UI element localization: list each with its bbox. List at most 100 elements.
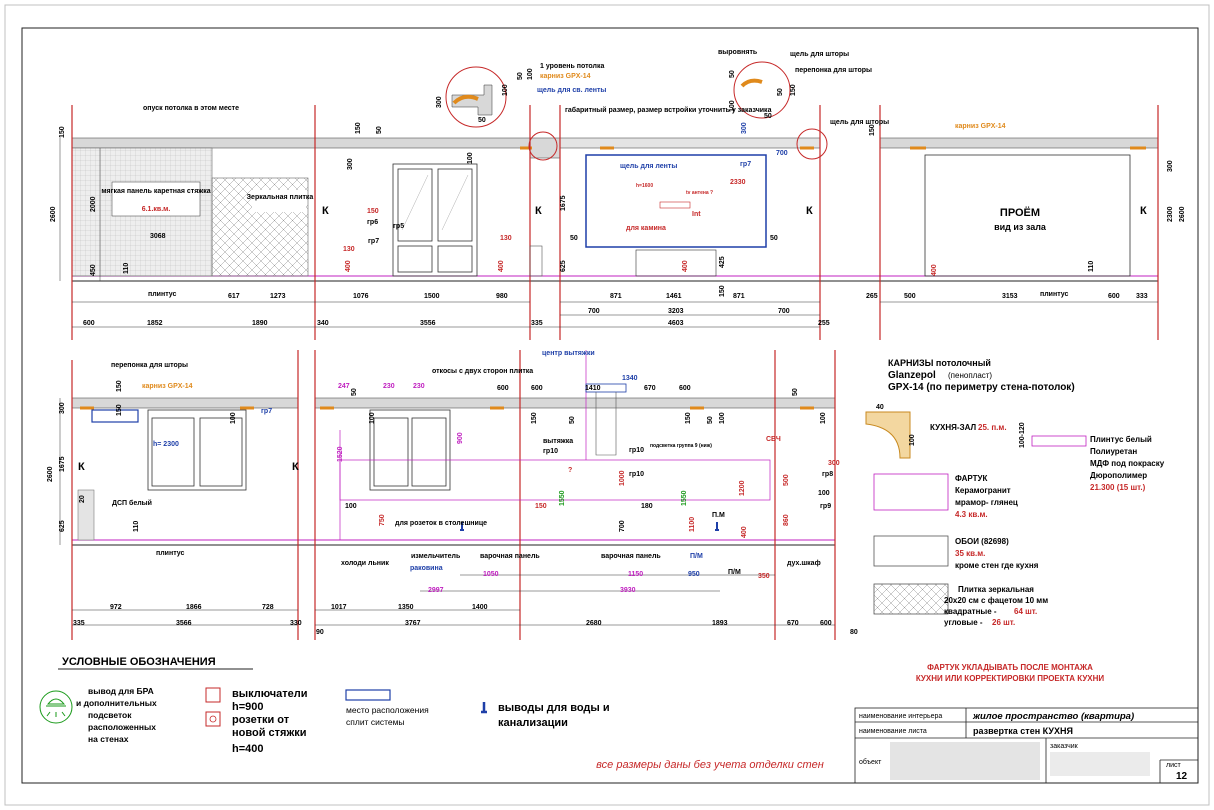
dim-b2680: 2680 xyxy=(586,620,602,627)
v-100b: 100 xyxy=(719,412,726,424)
interior-label: наименование интерьера xyxy=(859,713,942,720)
dim-b3556: 3556 xyxy=(420,320,436,327)
v-50d: 50 xyxy=(792,388,799,396)
dim-728: 728 xyxy=(262,604,274,611)
legend-split-1: место расположения xyxy=(346,705,429,715)
dim-110-2: 110 xyxy=(133,521,140,532)
dim-600b: 600 xyxy=(531,385,543,392)
fridge-label: холоди льник xyxy=(341,560,389,567)
legend-switch-2: h=900 xyxy=(232,701,264,713)
dim-1520: 1520 xyxy=(337,446,344,462)
dim-1550a: 1550 xyxy=(559,490,566,506)
int-label: Int xyxy=(692,211,701,218)
dim-20: 20 xyxy=(79,495,86,503)
plinth-mdf: МДФ под покраску xyxy=(1090,459,1165,468)
note-curtain-gap: щель для шторы xyxy=(790,51,849,58)
dim-b4603: 4603 xyxy=(668,320,684,327)
note-ceiling-level: 1 уровень потолка xyxy=(540,63,604,70)
pm-label-3: П/М xyxy=(728,569,741,576)
note-gpx-2: карниз GPX-14 xyxy=(955,123,1006,130)
dim-110b: 110 xyxy=(1088,261,1095,272)
detail-dim-100c: 100 xyxy=(729,100,736,112)
v-50b: 50 xyxy=(569,416,576,424)
dim-b1893: 1893 xyxy=(712,620,728,627)
corner-k-3: К xyxy=(806,205,813,217)
list-label: лист xyxy=(1166,762,1181,769)
dim-2600-2: 2600 xyxy=(47,466,54,482)
note-red-1: ФАРТУК УКЛАДЫВАТЬ ПОСЛЕ МОНТАЖА xyxy=(927,663,1093,672)
dim-1100: 1100 xyxy=(689,517,696,532)
mw-label: СВЧ xyxy=(766,436,781,443)
apron-swatch xyxy=(873,473,949,511)
opening-frame xyxy=(924,154,1131,277)
cornice-title-3: GPX-14 (по периметру стена-потолок) xyxy=(888,382,1075,393)
dim-425: 425 xyxy=(719,256,726,268)
soft-panel-label-box xyxy=(111,181,201,217)
oven-label: дух.шкаф xyxy=(787,560,821,567)
profile-width: 40 xyxy=(876,404,884,411)
mirror-sq: квадратные - xyxy=(944,607,997,616)
wallpaper-title: ОБОИ (82698) xyxy=(955,537,1009,546)
dim-1273: 1273 xyxy=(270,293,286,300)
question-label: ? xyxy=(568,467,572,474)
all-dims-note: все размеры даны без учета отделки стен xyxy=(596,759,824,771)
dim-2000: 2000 xyxy=(90,196,97,212)
dim-980: 980 xyxy=(496,293,508,300)
wallpaper-note: кроме стен где кухня xyxy=(955,561,1039,570)
dim-700a: 700 xyxy=(776,150,788,157)
window-2 xyxy=(369,409,451,491)
plinth-qty: 21.300 (15 шт.) xyxy=(1090,483,1146,492)
kitchen-hall-len: 25. п.м. xyxy=(978,423,1007,432)
legend-switch-1: выключатели xyxy=(232,688,308,700)
cook-panel-label-1: варочная панель xyxy=(480,553,540,560)
inner-frame xyxy=(21,27,1199,784)
dim-3203: 3203 xyxy=(668,308,684,315)
gr10-label-c: гр10 xyxy=(629,471,644,478)
mirror-corner: угловые - xyxy=(944,618,983,627)
dim-b600-2: 600 xyxy=(820,620,832,627)
detail-dim-50c: 50 xyxy=(729,70,736,78)
socket-icon-inner xyxy=(209,715,217,723)
socket-block xyxy=(659,201,691,209)
dim-b600: 600 xyxy=(83,320,95,327)
pm-label-1: П.М xyxy=(712,512,725,519)
dim-1050: 1050 xyxy=(483,571,499,578)
v-50c: 50 xyxy=(707,416,714,424)
v-150b: 150 xyxy=(531,412,538,424)
dim-1017: 1017 xyxy=(331,604,347,611)
dim-450: 450 xyxy=(90,264,97,276)
dim-1675: 1675 xyxy=(560,195,567,211)
dim-180: 180 xyxy=(641,503,653,510)
plinth-duro: Дюрополимер xyxy=(1090,471,1147,480)
plinth-white: Плинтус белый xyxy=(1090,435,1152,444)
detail-dim-300: 300 xyxy=(436,96,443,108)
legend-bra-1: вывод для БРА xyxy=(88,686,154,696)
soft-panel-label: мягкая панель каретная стяжка xyxy=(101,188,210,195)
fireplace-label: для камина xyxy=(626,225,666,232)
dim-150b: 150 xyxy=(535,503,547,510)
dim-1550b: 1550 xyxy=(681,490,688,506)
water-outlet-2 xyxy=(715,522,719,531)
dim-1675-2: 1675 xyxy=(59,456,66,472)
dim-265: 265 xyxy=(866,293,878,300)
detail-dim-50d: 50 xyxy=(764,113,772,120)
dim-50b: 50 xyxy=(570,235,578,242)
materials-panel: КАРНИЗЫ потолочный Glanzepol (пенопласт)… xyxy=(865,358,1165,627)
dim-400d: 400 xyxy=(931,264,938,276)
mirror-title: Плитка зеркальная xyxy=(958,585,1034,594)
mirror-swatch xyxy=(873,583,949,615)
elevation-1: мягкая панель каретная стяжка 6.1.кв.м. … xyxy=(50,49,1186,340)
dim-100c: 100 xyxy=(818,490,830,497)
detail-circle-2 xyxy=(528,131,558,161)
detail-1-profile xyxy=(451,84,493,116)
elevation-2: К К перепонка для шторы карниз GPX-14 h=… xyxy=(47,350,858,640)
corner-k-6: К xyxy=(292,461,299,473)
dim-860: 860 xyxy=(783,514,790,526)
dim-300b: 300 xyxy=(741,122,748,134)
v-50a: 50 xyxy=(351,388,358,396)
dim-b1890: 1890 xyxy=(252,320,268,327)
mirror-label-bg xyxy=(252,190,306,212)
dim-b330: 330 xyxy=(290,620,302,627)
list-value: 12 xyxy=(1176,771,1188,782)
dim-1400: 1400 xyxy=(472,604,488,611)
